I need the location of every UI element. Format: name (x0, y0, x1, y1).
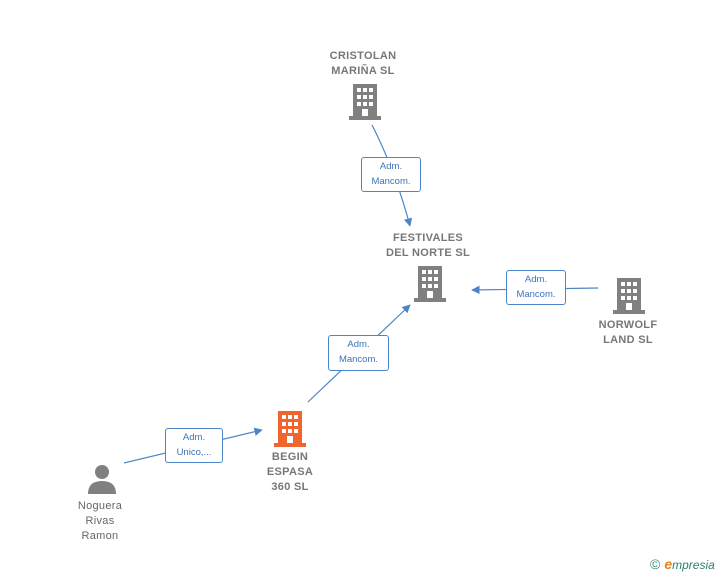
edge-label-begin-festivales[interactable]: Adm. Mancom. (328, 335, 389, 371)
node-label-cristolan: CRISTOLAN MARIÑA SL (329, 50, 397, 77)
node-label-noguera: Noguera Rivas Ramon (77, 500, 123, 542)
building-icon[interactable] (274, 411, 306, 447)
building-icon[interactable] (414, 266, 446, 302)
building-icon[interactable] (613, 278, 645, 314)
edge-label-noguera-begin[interactable]: Adm. Unico,... (165, 428, 223, 463)
person-icon[interactable] (87, 464, 117, 494)
node-label-festivales: FESTIVALES DEL NORTE SL (385, 232, 471, 259)
node-label-begin: BEGIN ESPASA 360 SL (266, 451, 314, 493)
edge-label-cristolan-festivales[interactable]: Adm. Mancom. (361, 157, 421, 192)
brand-name: mpresia (672, 558, 715, 572)
brand-initial: e (664, 556, 673, 572)
building-icon[interactable] (349, 84, 381, 120)
copyright-icon: © (650, 556, 661, 572)
brand-logo: © empresia (650, 556, 715, 572)
edge-label-norwolf-festivales[interactable]: Adm. Mancom. (506, 270, 566, 305)
node-label-norwolf: NORWOLF LAND SL (598, 319, 658, 346)
